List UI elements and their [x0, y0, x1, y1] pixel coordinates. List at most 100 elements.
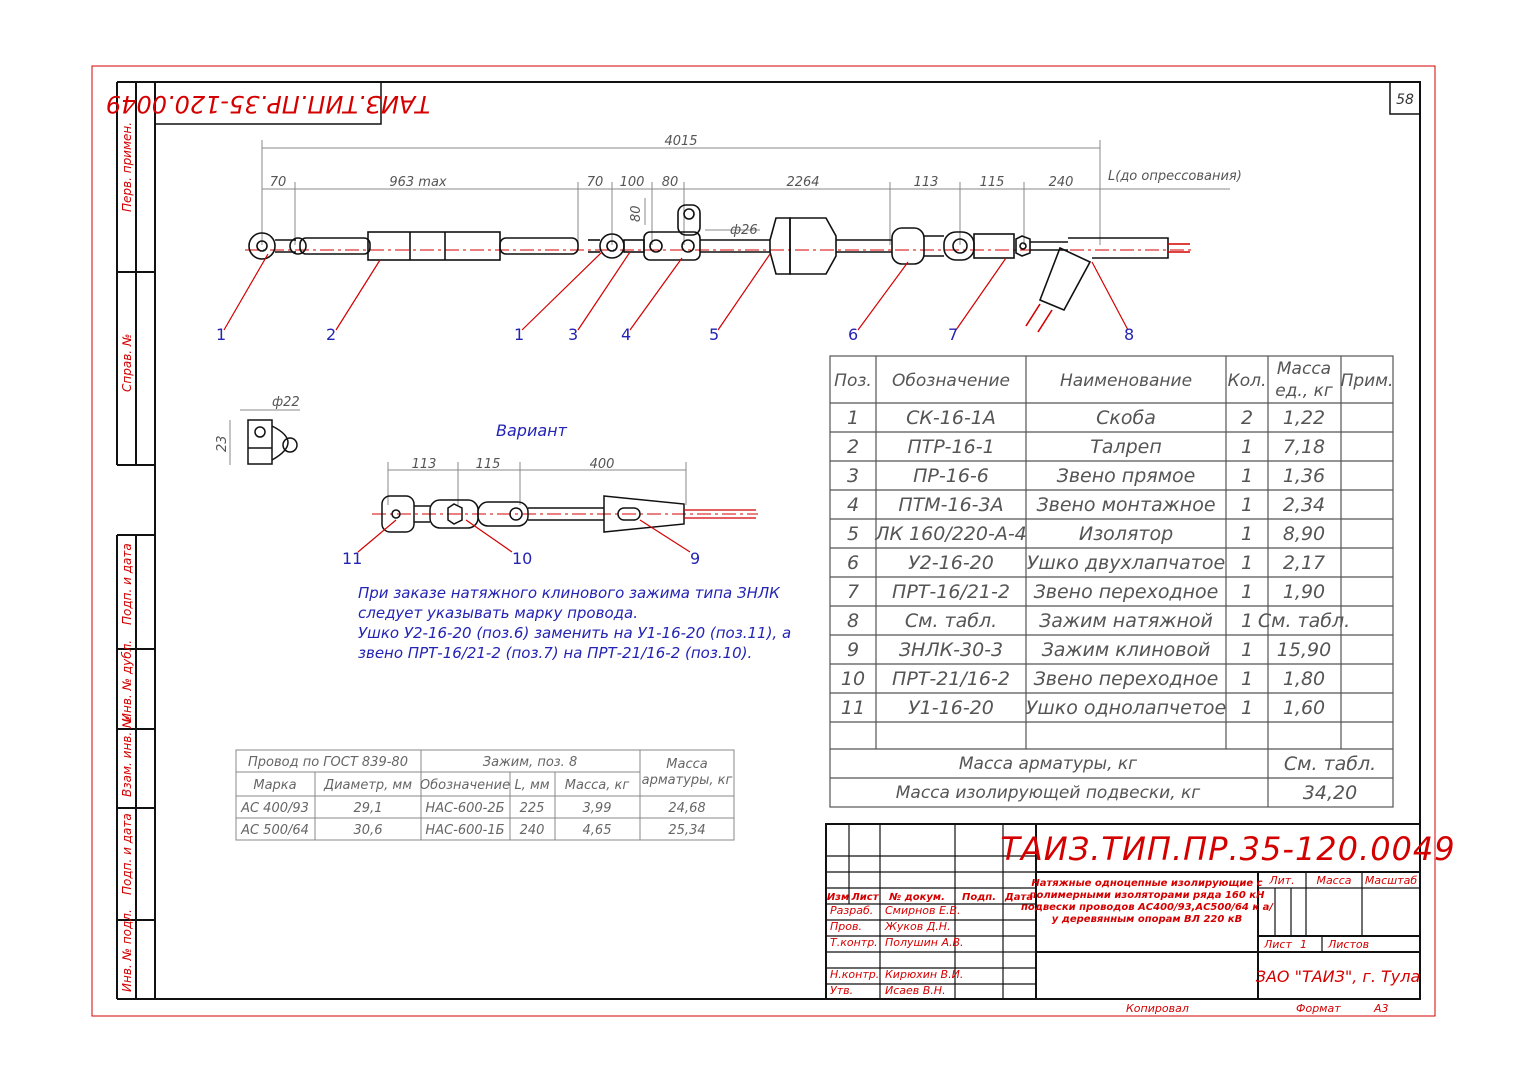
callout-8: 8: [1124, 325, 1134, 344]
spec-cell: 8,90: [1283, 523, 1325, 545]
spec-cell: 15,90: [1277, 639, 1331, 661]
spec-cell: 4: [847, 494, 859, 516]
spec-mass-total-value: 34,20: [1303, 782, 1357, 804]
spec-mass-total-label: Масса изолирующей подвески, кг: [896, 783, 1201, 803]
spec-cell: 1,80: [1283, 668, 1325, 690]
spec-cell: 6: [847, 552, 859, 574]
spec-cell: У2-16-20: [908, 552, 994, 574]
side-strip: [116, 81, 155, 1000]
tb-person: Жуков Д.Н.: [884, 920, 951, 933]
wire-group-3b: арматуры, кг: [642, 773, 733, 788]
spec-cell: Изолятор: [1079, 523, 1173, 545]
spec-cell: ПРТ-21/16-2: [892, 668, 1010, 690]
tb-name-1: Натяжные одноцепные изолирующие с: [1031, 878, 1262, 889]
callout-7: 7: [948, 325, 958, 344]
tb-role: Н.контр.: [830, 968, 879, 981]
spec-cell: Зажим натяжной: [1039, 610, 1213, 632]
dim-963: 963 max: [389, 175, 447, 190]
spec-cell: Зажим клиновой: [1042, 639, 1211, 661]
dim-100: 100: [620, 175, 645, 190]
spec-cell: 1: [1241, 552, 1253, 574]
tb-person: Смирнов Е.В.: [885, 904, 961, 917]
variant-dim-113: 113: [412, 457, 437, 472]
callout-3: 3: [568, 325, 578, 344]
spec-cell: 2,34: [1283, 494, 1325, 516]
wire-group-2: Зажим, поз. 8: [483, 755, 577, 770]
spec-hdr-pos: Поз.: [834, 371, 872, 391]
spec-hdr-ed: ед., кг: [1275, 381, 1333, 401]
wire-cell: НАС-600-1Б: [425, 823, 504, 838]
spec-hdr-kol: Кол.: [1228, 371, 1267, 391]
spec-cell: 9: [847, 639, 859, 661]
spec-cell: 1: [1241, 639, 1253, 661]
spec-cell: Звено переходное: [1034, 668, 1219, 690]
spec-cell: 1: [1241, 523, 1253, 545]
callout-6: 6: [848, 325, 858, 344]
assembly-drawing: 4015 70 963 max 70 100 80 2264 113 115 2…: [216, 134, 1242, 344]
spec-cell: 1: [1241, 465, 1253, 487]
spec-cell: ЛК 160/220-А-4: [874, 523, 1027, 545]
spec-cell: 2: [1241, 407, 1253, 429]
tb-listov: Листов: [1327, 938, 1369, 951]
side-label-vzam: Взам. инв. №: [120, 716, 134, 797]
tb-name-3: подвески проводов АС400/93,АС500/64 к а/: [1021, 902, 1274, 913]
wire-cell: АС 400/93: [240, 801, 309, 816]
side-label-perv: Перв. примен.: [120, 122, 134, 212]
spec-cell: 1: [847, 407, 859, 429]
wire-cell: 25,34: [668, 823, 705, 838]
spec-cell: ПТР-16-1: [907, 436, 994, 458]
wire-cell: 3,99: [583, 801, 612, 816]
wire-cell: 225: [520, 801, 545, 816]
sheet-number-box: [1389, 81, 1421, 115]
callout-4: 4: [621, 325, 631, 344]
spec-cell: 1,90: [1283, 581, 1325, 603]
tb-list-no: 1: [1300, 938, 1307, 951]
spec-cell: У1-16-20: [908, 697, 994, 719]
spec-hdr-naim: Наименование: [1060, 371, 1192, 391]
side-label-inv-podl: Инв. № подл.: [120, 909, 134, 992]
tb-person: Полушин А.В.: [885, 936, 964, 949]
callout-5: 5: [709, 325, 719, 344]
spec-cell: 1: [1241, 436, 1253, 458]
spec-cell: ПР-16-6: [913, 465, 989, 487]
tb-format-label: Формат: [1296, 1002, 1341, 1015]
spec-cell: Звено переходное: [1034, 581, 1219, 603]
wire-group-3a: Масса: [666, 757, 707, 772]
stamp-code-top: ТАИЗ.ТИП.ПР.35-120.0049: [106, 90, 430, 118]
outer-frame: [91, 65, 1436, 1017]
dim-phi26: ф26: [730, 223, 758, 238]
wire-cell: АС 500/64: [240, 823, 309, 838]
spec-cell: 10: [841, 668, 865, 690]
spec-cell: 2: [847, 436, 859, 458]
wire-cell: 29,1: [354, 801, 383, 816]
spec-cell: 1: [1241, 581, 1253, 603]
spec-cell: СК-16-1А: [906, 407, 996, 429]
tb-name-4: у деревянным опорам ВЛ 220 кВ: [1052, 914, 1242, 925]
spec-cell: 1: [1241, 494, 1253, 516]
note-line-3: Ушко У2-16-20 (поз.6) заменить на У1-16-…: [358, 624, 791, 642]
tb-person: Исаев В.Н.: [885, 984, 946, 997]
dim-2264: 2264: [786, 175, 819, 190]
wire-sub-oboz: Обозначение: [420, 778, 510, 793]
inner-frame: [154, 81, 1421, 1000]
dim-l-label: L(до опрессования): [1108, 169, 1242, 184]
spec-mass-fittings-value: См. табл.: [1284, 753, 1376, 775]
spec-cell: 1,36: [1283, 465, 1325, 487]
spec-cell: 3: [847, 465, 859, 487]
spec-cell: 7: [847, 581, 859, 603]
callout-1a: 1: [216, 325, 226, 344]
variant-callout-10: 10: [512, 549, 532, 568]
spec-hdr-oboz: Обозначение: [892, 371, 1010, 391]
spec-cell: Скоба: [1096, 407, 1156, 429]
spec-cell: 1: [1241, 668, 1253, 690]
spec-mass-fittings-label: Масса арматуры, кг: [959, 754, 1137, 774]
wire-group-1: Провод по ГОСТ 839-80: [248, 755, 408, 770]
tb-name-2: полимерными изоляторами ряда 160 кН: [1030, 890, 1266, 901]
wire-table: Провод по ГОСТ 839-80 Зажим, поз. 8 Масс…: [235, 749, 735, 841]
wire-cell: 240: [520, 823, 545, 838]
wire-sub-diam: Диаметр, мм: [323, 778, 412, 793]
spec-cell: 1: [1241, 610, 1253, 632]
tb-org: ЗАО "ТАИЗ", г. Тула: [1256, 967, 1421, 986]
spec-cell: См. табл.: [1258, 610, 1350, 632]
